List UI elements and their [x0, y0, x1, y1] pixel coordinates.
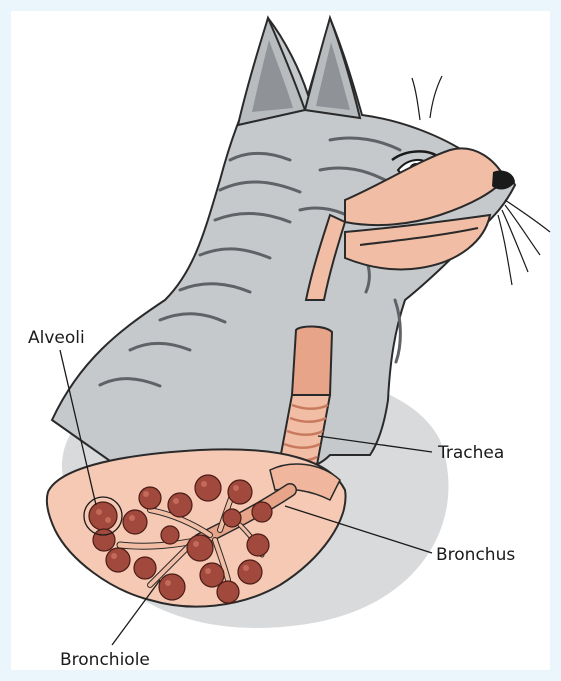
label-trachea: Trachea: [437, 443, 504, 463]
label-alveoli: Alveoli: [28, 328, 85, 348]
label-bronchiole: Bronchiole: [60, 650, 150, 670]
larynx: [292, 326, 332, 398]
label-bronchus: Bronchus: [436, 545, 515, 565]
